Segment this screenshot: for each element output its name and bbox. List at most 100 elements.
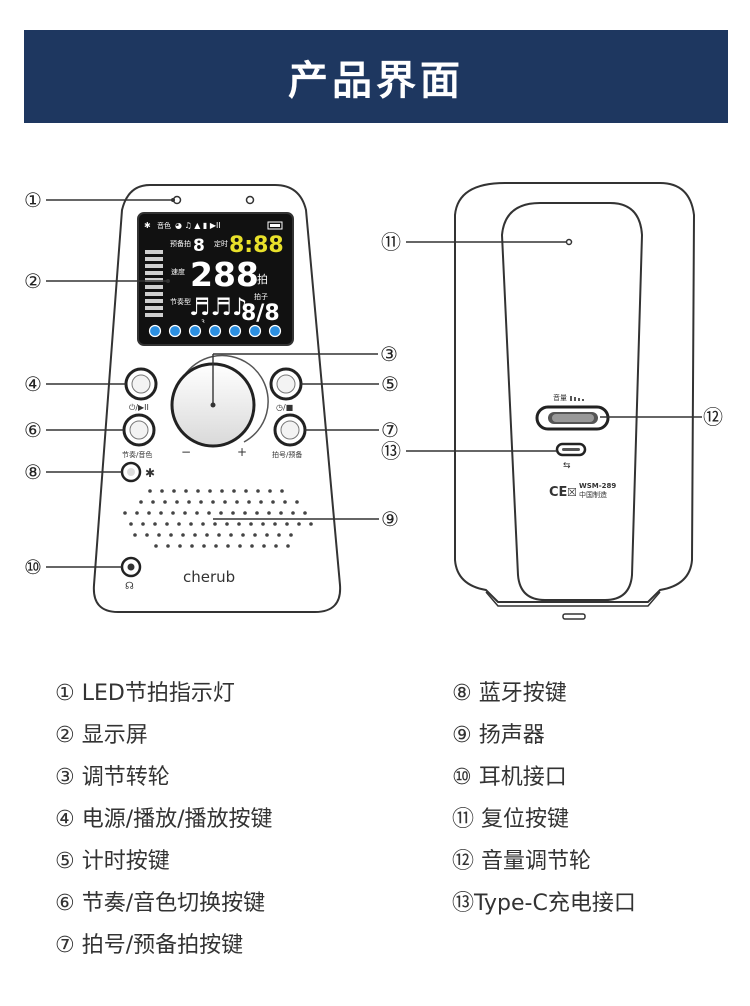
speaker-hole [211,500,215,504]
legend-item: ⑫ 音量调节轮 [452,849,591,874]
speaker-hole [217,533,221,537]
speaker-hole [247,500,251,504]
speaker-grille [123,489,313,548]
power-button-label: ⏻/▶II [129,403,149,412]
base-slot [562,613,586,620]
level-bars [145,250,163,317]
speaker-hole [135,511,139,515]
speaker-hole [199,500,203,504]
speaker-hole [169,533,173,537]
svg-text:3: 3 [201,319,205,326]
model-number: WSM-289 [579,482,616,490]
speaker-hole [166,544,170,548]
svg-text:预备拍: 预备拍 [170,239,191,248]
rhythm-notes-icon: ♬♬♪ [189,293,247,321]
back-base [485,591,661,607]
speaker-hole [141,522,145,526]
speaker-hole [214,544,218,548]
ce-mark: CE [549,485,567,500]
power-play-button[interactable] [124,367,158,401]
bluetooth-icon: ✱ [144,221,151,230]
product-diagram: ✱ 音色 ◕ ♫ ▲ ▮ ▶II 预备拍 8 定时 8:88 速度 288 拍 … [24,182,723,620]
legend-item: ⑦ 拍号/预备拍按键 [55,933,244,958]
speaker-hole [231,511,235,515]
legend-item: ⑨ 扬声器 [452,723,545,748]
speaker-hole [123,511,127,515]
timer-button[interactable] [269,367,303,401]
speaker-hole [289,533,293,537]
svg-text:速度: 速度 [171,267,185,276]
speaker-hole [291,511,295,515]
plus-label: + [237,445,247,459]
speaker-hole [243,511,247,515]
speaker-hole [172,489,176,493]
legend-right: ⑧ 蓝牙按键 ⑨ 扬声器 ⑩ 耳机接口 ⑪ 复位按键 ⑫ 音量调节轮 ⑬Type… [452,673,636,925]
volume-wheel[interactable] [535,405,610,431]
speaker-hole [277,533,281,537]
speaker-hole [229,533,233,537]
legend-item: ③ 调节转轮 [55,765,170,790]
meter-button-label: 拍号/预备 [272,450,302,459]
legend-item: ⑧ 蓝牙按键 [452,681,567,706]
svg-text:288: 288 [190,255,259,294]
legend-item: ⑪ 复位按键 [452,807,569,832]
rhythm-tone-button[interactable] [122,413,156,447]
speaker-hole [157,533,161,537]
legend-item: ⑤ 计时按键 [55,849,170,874]
speaker-hole [256,489,260,493]
status-icons: ◕ ♫ ▲ ▮ ▶II [175,221,221,230]
speaker-hole [175,500,179,504]
lcd-screen: ✱ 音色 ◕ ♫ ▲ ▮ ▶II 预备拍 8 定时 8:88 速度 288 拍 … [137,212,294,346]
svg-text:节奏型: 节奏型 [170,297,191,306]
speaker-hole [274,544,278,548]
bluetooth-button[interactable] [120,461,142,483]
title-banner: 产品界面 [24,30,728,123]
svg-text:8: 8 [193,236,205,256]
headphone-jack[interactable] [120,556,142,578]
speaker-hole [178,544,182,548]
meter-prep-button[interactable] [273,413,307,447]
callout-5: ⑤ [381,372,399,396]
callout-12: ⑫ [703,405,723,429]
speaker-hole [267,511,271,515]
legend-item: ④ 电源/播放/播放按键 [55,807,273,832]
legend-item: ② 显示屏 [55,723,148,748]
speaker-hole [244,489,248,493]
svg-text:8/8: 8/8 [241,301,280,326]
battery-icon [267,221,283,230]
speaker-hole [303,511,307,515]
svg-text:拍子: 拍子 [254,292,268,301]
callout-1: ① [24,188,42,212]
speaker-hole [154,544,158,548]
svg-text:音色: 音色 [157,221,171,230]
callout-10: ⑩ [24,555,42,579]
callout-8: ⑧ [24,460,42,484]
speaker-hole [223,500,227,504]
speaker-hole [219,511,223,515]
speaker-hole [295,500,299,504]
speaker-hole [208,489,212,493]
speaker-hole [261,522,265,526]
speaker-hole [279,511,283,515]
speaker-hole [283,500,287,504]
legend-item: ⑥ 节奏/音色切换按键 [55,891,266,916]
made-in-label: 中国制造 [579,490,607,499]
speaker-hole [145,533,149,537]
reset-button[interactable] [565,238,573,246]
usb-icon: ⇆ [563,461,571,471]
speaker-hole [226,544,230,548]
speaker-hole [237,522,241,526]
beat-dots [143,323,288,340]
callout-6: ⑥ [24,418,42,442]
legend-left: ① LED节拍指示灯 ② 显示屏 ③ 调节转轮 ④ 电源/播放/播放按键 ⑤ 计… [55,673,273,967]
speaker-hole [163,500,167,504]
speaker-hole [238,544,242,548]
type-c-port[interactable] [555,442,587,457]
callout-4: ④ [24,372,42,396]
speaker-hole [268,489,272,493]
svg-text:8:88: 8:88 [229,233,284,258]
back-panel [500,202,644,601]
speaker-hole [201,522,205,526]
speaker-hole [207,511,211,515]
speaker-hole [147,511,151,515]
